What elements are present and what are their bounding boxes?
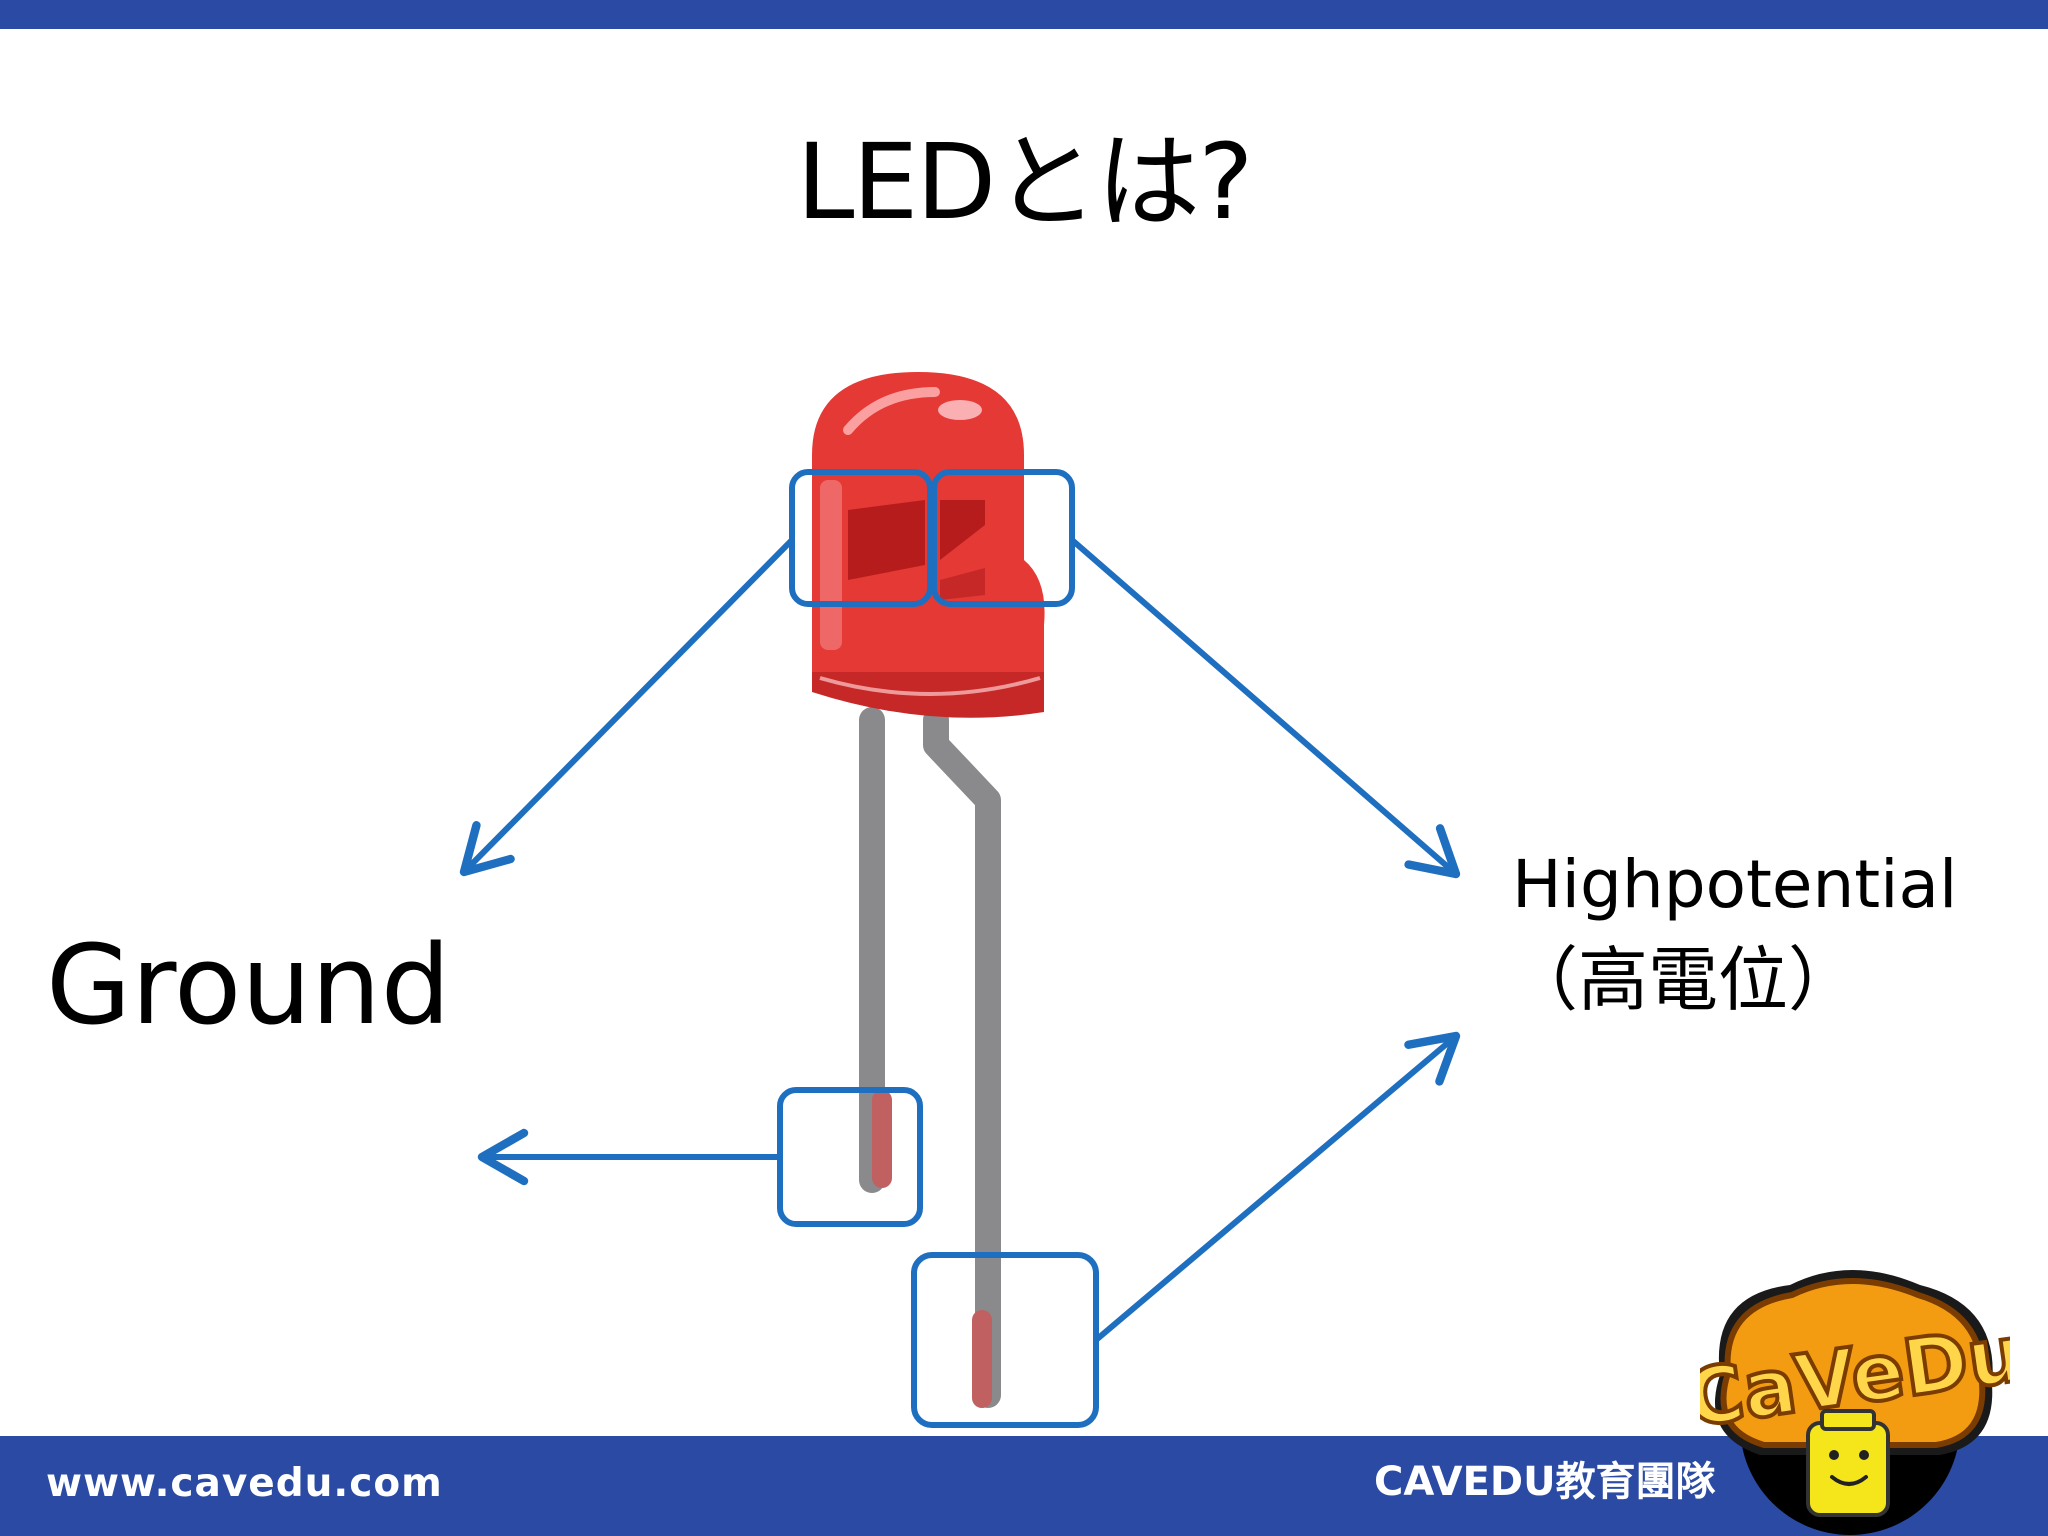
arrow-die-to-high: [1069, 537, 1461, 879]
high-potential-label: Highpotential: [1512, 846, 1958, 923]
footer-url: www.cavedu.com: [46, 1461, 443, 1506]
anode-lead: [923, 707, 1001, 1408]
led-leads: [859, 707, 1001, 1408]
bottom-banner: [0, 1436, 2048, 1536]
footer-team-name: CAVEDU教育團隊: [1374, 1459, 1716, 1505]
cavedu-logo: CaVeDu: [1700, 1270, 2010, 1535]
ground-label: Ground: [46, 921, 451, 1049]
cathode-lead-box: [777, 1087, 923, 1227]
callout-arrows: [459, 537, 1461, 1343]
slide-title: LEDとは?: [796, 121, 1254, 243]
top-banner: [0, 0, 2048, 29]
high-potential-sublabel: （高電位）: [1508, 939, 1858, 1021]
arrow-die-to-ground: [459, 537, 795, 877]
arrow-lead-to-high: [1093, 1031, 1461, 1343]
logo-mascot: [1806, 1409, 1890, 1517]
anode-lead-box: [911, 1252, 1099, 1428]
